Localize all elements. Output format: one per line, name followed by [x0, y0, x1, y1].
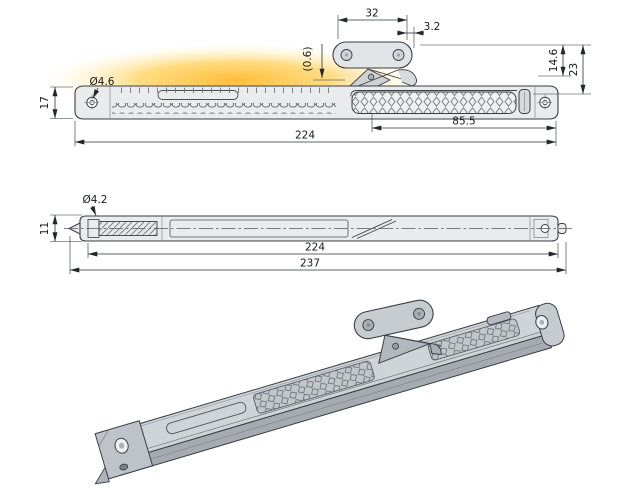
dim-height-inner-label: 14.6 [548, 48, 560, 72]
dim-flag-offset-label: 3.2 [424, 21, 441, 33]
chain-texture-band [112, 103, 336, 114]
dim-gap-label: (0.6) [302, 47, 314, 72]
plan-view: Ø4.2 11 224 237 [39, 194, 572, 274]
screw-hole-left [84, 94, 100, 111]
iso-mounting-foot [94, 420, 154, 485]
iso-damper-tip [94, 466, 110, 485]
iso-diamond-band-right [427, 318, 521, 361]
iso-diamond-band-left [253, 360, 375, 414]
iso-slot [166, 401, 247, 435]
dim-length-label: 224 [295, 130, 315, 142]
dim-plan-length-overall-label: 237 [300, 258, 320, 270]
diamond-texture-band [351, 91, 517, 114]
isometric-view [94, 299, 565, 485]
dim-plan-length-inner-label: 224 [305, 242, 325, 254]
side-elevation-view: 32 3.2 (0.6) 14.6 23 17 Ø4.6 85.5 224 [39, 8, 591, 146]
dim-hole-left-label: Ø4.6 [90, 76, 115, 88]
iso-clip [486, 311, 512, 326]
iso-side-hole [119, 463, 129, 471]
dim-body-height-label: 17 [39, 96, 51, 109]
iso-flag [353, 299, 434, 340]
screw-hole-right [537, 94, 553, 111]
trigger-flag [332, 41, 413, 69]
dim-height-outer-label: 23 [568, 63, 580, 76]
dim-span-label: 85.5 [452, 116, 475, 128]
lever-mechanism [345, 68, 420, 87]
iso-trigger-assembly [353, 299, 442, 365]
dim-plan-height-label: 11 [39, 222, 51, 235]
tick-texture-band [118, 87, 336, 93]
dim-flag-width-label: 32 [365, 8, 378, 20]
dim-hole-plan-label: Ø4.2 [83, 194, 108, 206]
